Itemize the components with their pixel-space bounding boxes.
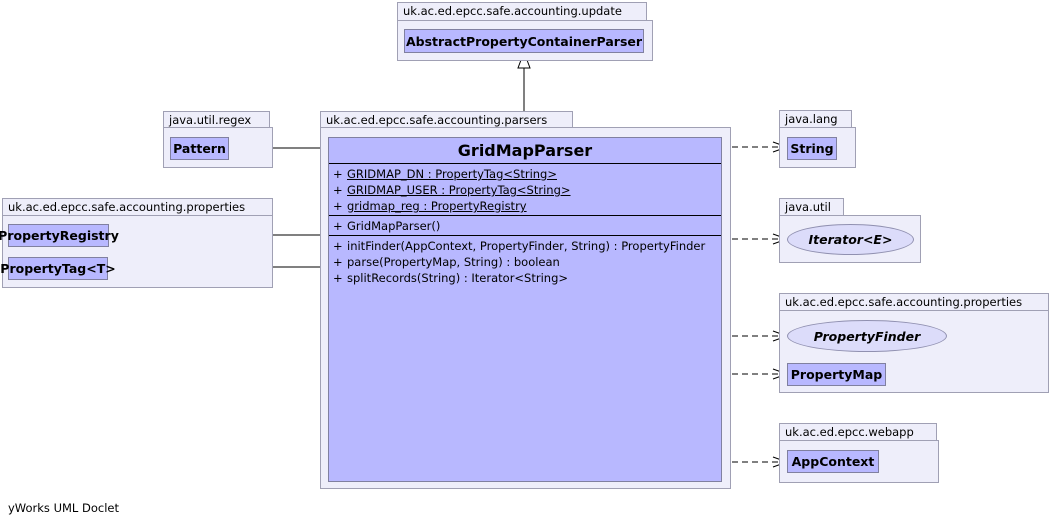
class-gridmapparser[interactable]: GridMapParser +GRIDMAP_DN : PropertyTag<… — [328, 137, 722, 482]
class-propertyregistry[interactable]: PropertyRegistry — [0, 224, 119, 247]
class-pattern[interactable]: Pattern — [170, 137, 229, 160]
method-row: +parse(PropertyMap, String) : boolean — [333, 255, 560, 269]
class-appcontext[interactable]: AppContext — [787, 450, 879, 473]
class-name: GridMapParser — [329, 138, 721, 164]
class-propertymap[interactable]: PropertyMap — [787, 363, 886, 386]
package-tab-util: java.util — [779, 198, 844, 216]
constructor-row: +GridMapParser() — [333, 219, 441, 233]
attribute-row: +gridmap_reg : PropertyRegistry — [333, 199, 527, 213]
package-tab-regex: java.util.regex — [163, 111, 270, 128]
attribute-row: +GRIDMAP_USER : PropertyTag<String> — [333, 183, 571, 197]
package-tab-lang: java.lang — [779, 110, 852, 128]
package-tab-parsers: uk.ac.ed.epcc.safe.accounting.parsers — [320, 111, 573, 128]
method-row: +splitRecords(String) : Iterator<String> — [333, 271, 569, 285]
attribute-row: +GRIDMAP_DN : PropertyTag<String> — [333, 167, 557, 181]
footer-credit: yWorks UML Doclet — [8, 501, 119, 515]
interface-iterator[interactable]: Iterator<E> — [787, 224, 914, 255]
package-tab-properties-right: uk.ac.ed.epcc.safe.accounting.properties — [779, 293, 1049, 311]
method-row: +initFinder(AppContext, PropertyFinder, … — [333, 239, 706, 253]
constructors-section: +GridMapParser() — [329, 216, 721, 236]
attributes-section: +GRIDMAP_DN : PropertyTag<String> +GRIDM… — [329, 164, 721, 216]
package-tab-properties-left: uk.ac.ed.epcc.safe.accounting.properties — [2, 198, 273, 216]
interface-propertyfinder[interactable]: PropertyFinder — [787, 320, 947, 352]
class-propertytag[interactable]: PropertyTag<T> — [0, 257, 116, 280]
class-abstractpropertycontainerparser[interactable]: AbstractPropertyContainerParser — [404, 29, 644, 53]
package-tab-webapp: uk.ac.ed.epcc.webapp — [779, 423, 937, 441]
class-string[interactable]: String — [787, 137, 837, 160]
methods-section: +initFinder(AppContext, PropertyFinder, … — [329, 236, 721, 286]
package-tab-update: uk.ac.ed.epcc.safe.accounting.update — [397, 2, 647, 20]
